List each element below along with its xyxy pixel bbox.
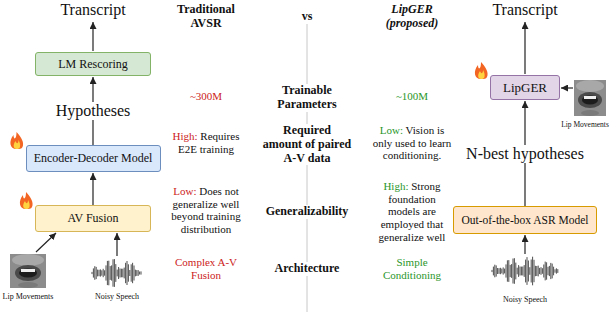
process-box: LM Rescoring: [35, 52, 151, 76]
process-box: Out-of-the-box ASR Model: [453, 206, 597, 234]
comparison-text: High: Requires E2E training: [164, 130, 248, 155]
comparison-text: Trainable Parameters: [262, 84, 352, 112]
input-caption: Noisy Speech: [493, 295, 557, 304]
comparison-text: ~100M: [370, 90, 454, 103]
comparison-text: Low: Vision is only used to learn condit…: [370, 124, 454, 162]
output-label: Transcript: [38, 1, 148, 19]
comparison-text: Required amount of paired A-V data: [262, 124, 352, 165]
box-label: AV Fusion: [67, 211, 118, 226]
box-label: Encoder-Decoder Model: [34, 151, 153, 166]
flame-icon: [10, 132, 23, 149]
comparison-text: Generalizability: [259, 205, 355, 219]
waveform: [492, 257, 558, 286]
flame-icon: [475, 62, 488, 79]
input-caption: Lip Movements: [0, 292, 58, 301]
waveform: [92, 259, 141, 287]
input-caption: Lip Movements: [559, 121, 611, 130]
input-arrow: [116, 233, 117, 256]
process-box: LipGER: [490, 75, 560, 100]
comparison-text: Architecture: [262, 262, 352, 276]
lip-image: [10, 254, 46, 288]
comparison-text: ~300M: [164, 90, 248, 103]
box-label: Out-of-the-box ASR Model: [461, 214, 588, 226]
comparison-text: Complex A-V Fusion: [164, 256, 248, 281]
box-label: LipGER: [503, 80, 547, 96]
column-heading: LipGER (proposed): [372, 3, 452, 31]
column-heading: Traditional AVSR: [166, 3, 246, 31]
input-arrow: [561, 87, 573, 88]
comparison-text: Low: Does not generalize well beyond tra…: [164, 185, 248, 236]
edge-label: Hypotheses: [53, 102, 134, 120]
input-arrow: [524, 235, 525, 254]
process-box: Encoder-Decoder Model: [26, 145, 161, 172]
input-arrow: [36, 233, 56, 252]
flow-arrow: [92, 173, 93, 205]
output-label: Transcript: [470, 1, 580, 19]
input-caption: Noisy Speech: [87, 292, 147, 301]
output-arrow: [524, 22, 525, 74]
flame-icon: [20, 192, 33, 209]
column-heading: vs: [287, 10, 327, 24]
edge-label: N-best hypotheses: [463, 145, 587, 163]
comparison-text: Simple Conditioning: [370, 256, 454, 281]
box-label: LM Rescoring: [58, 57, 128, 72]
process-box: AV Fusion: [35, 205, 151, 232]
output-arrow: [92, 22, 93, 51]
lip-image: [574, 80, 606, 116]
comparison-text: High: Strong foundation models are emplo…: [372, 180, 452, 243]
